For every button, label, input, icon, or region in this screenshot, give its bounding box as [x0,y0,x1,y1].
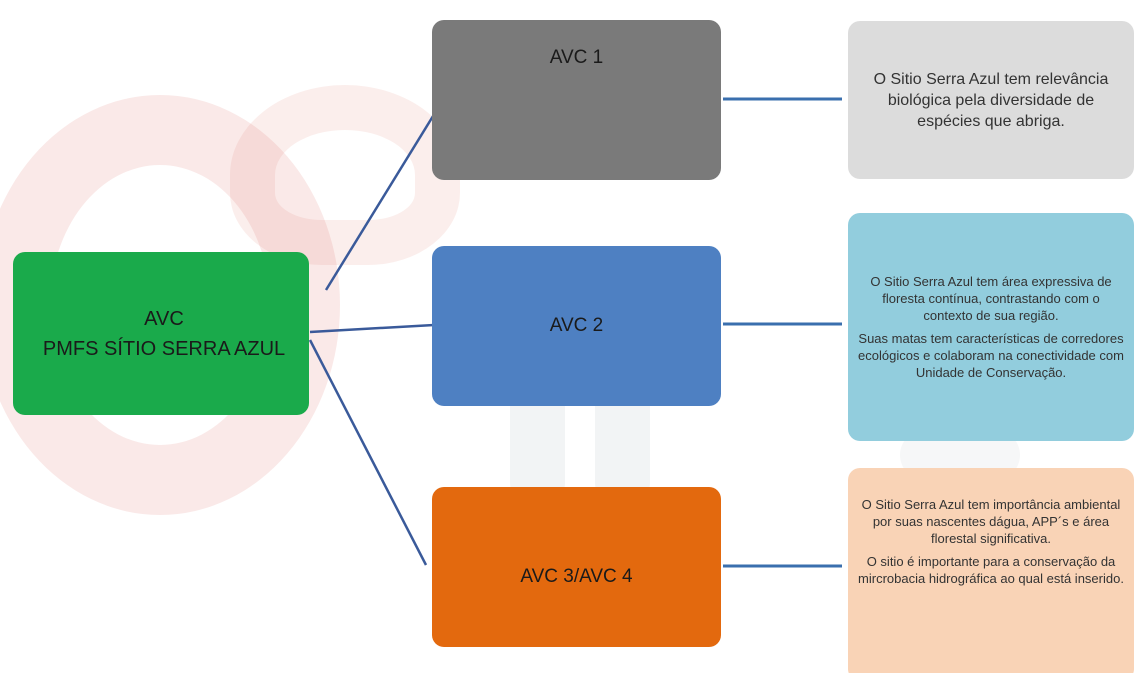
root-node: AVC PMFS SÍTIO SERRA AZUL [13,252,309,415]
description-text: O sitio é importante para a conservação … [858,554,1124,586]
connector-root-avc1 [324,94,448,291]
branch-node-avc1: AVC 1 [432,20,721,180]
description-text: O Sitio Serra Azul tem relevância biológ… [873,70,1109,130]
branch-label: AVC 3/AVC 4 [520,566,633,587]
connector-root-avc3 [308,339,428,566]
description-box-avc3-avc4: O Sitio Serra Azul tem importância ambie… [848,468,1134,673]
branch-label: AVC 1 [549,47,604,68]
branch-node-avc3-avc4: AVC 3/AVC 4 [432,487,721,647]
description-box-avc1: O Sitio Serra Azul tem relevância biológ… [848,21,1134,179]
description-text: Suas matas tem características de corred… [858,331,1124,380]
connector-root-avc2 [309,323,435,334]
description-text: O Sitio Serra Azul tem área expressiva d… [870,274,1112,323]
root-title: AVC [144,307,184,330]
description-box-avc2: O Sitio Serra Azul tem área expressiva d… [848,213,1134,441]
branch-label: AVC 2 [549,315,604,336]
root-subtitle: PMFS SÍTIO SERRA AZUL [42,337,286,360]
description-text: O Sitio Serra Azul tem importância ambie… [861,497,1121,546]
branch-node-avc2: AVC 2 [432,246,721,406]
